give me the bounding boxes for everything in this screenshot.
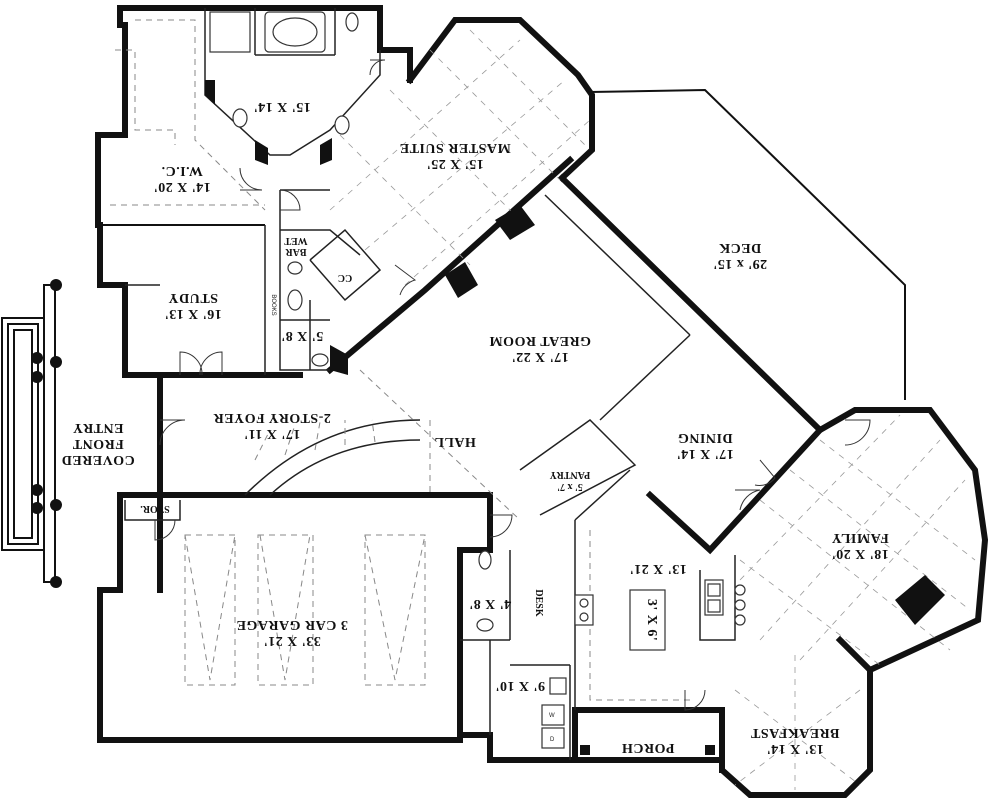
great-room-name: GREAT ROOM bbox=[489, 333, 591, 348]
sink-icon bbox=[232, 108, 248, 128]
stor-name: STOR. bbox=[140, 503, 170, 514]
door-icon[interactable] bbox=[844, 419, 871, 446]
door-icon[interactable] bbox=[154, 519, 176, 541]
column-icon bbox=[31, 371, 43, 383]
sink-icon bbox=[334, 115, 350, 135]
kitchen-island bbox=[629, 589, 666, 651]
toilet-icon bbox=[345, 12, 359, 32]
foyer-name: 2-STORY FOYER bbox=[213, 410, 331, 425]
door-icon[interactable] bbox=[199, 351, 223, 376]
study-size: 16' X 13' bbox=[164, 306, 221, 321]
column-icon bbox=[50, 279, 62, 291]
fireplace-icon bbox=[445, 262, 478, 298]
hall-name: HALL bbox=[434, 434, 476, 449]
master-suite-size: 15' X 25' bbox=[426, 156, 483, 171]
porch-name: PORCH bbox=[621, 740, 674, 755]
interior-walls bbox=[124, 8, 736, 760]
door-icon[interactable] bbox=[279, 189, 301, 211]
fireplace-icon bbox=[495, 205, 535, 240]
column-icon bbox=[31, 484, 43, 496]
pantry-name: PANTRY bbox=[549, 469, 590, 480]
garage-name: 3 CAR GARAGE bbox=[236, 617, 348, 632]
door-icon[interactable] bbox=[239, 167, 263, 191]
door-icon[interactable] bbox=[489, 514, 513, 538]
door-icon[interactable] bbox=[179, 351, 203, 376]
doors bbox=[154, 59, 871, 711]
door-icon[interactable] bbox=[754, 459, 776, 486]
toilet-icon bbox=[287, 289, 303, 311]
wet-bar-line2: BAR bbox=[285, 246, 307, 257]
column-icon bbox=[31, 502, 43, 514]
room-labels: 15' X 14' MASTER SUITE 15' X 25' W.I.C. … bbox=[61, 99, 888, 756]
fireplaces bbox=[205, 80, 945, 755]
entry-line1: COVERED bbox=[61, 452, 135, 467]
dryer-icon bbox=[541, 727, 565, 749]
desk-label: DESK bbox=[533, 589, 544, 616]
dryer-label: D bbox=[550, 737, 555, 743]
column-icon bbox=[50, 499, 62, 511]
wic-size: 14' X 20' bbox=[153, 179, 210, 194]
washer-label: W bbox=[549, 713, 555, 719]
door-icon[interactable] bbox=[369, 59, 386, 76]
wet-bar-line1: WET bbox=[284, 235, 308, 246]
column-icon bbox=[50, 356, 62, 368]
exterior-walls bbox=[95, 5, 989, 798]
door-icon[interactable] bbox=[394, 264, 417, 296]
sink-icon bbox=[287, 261, 303, 275]
fireplace-icon bbox=[895, 575, 945, 625]
laundry-size: 9' X 10' bbox=[495, 678, 545, 693]
family-size: 18' X 20' bbox=[831, 546, 888, 561]
deck-name: DECK bbox=[719, 240, 761, 255]
washer-icon bbox=[541, 704, 565, 726]
breakfast-name: BREAKFAST bbox=[750, 725, 839, 740]
half-bath-size: 4' X 8' bbox=[469, 596, 511, 611]
kitchen-size: 13' X 21' bbox=[629, 561, 686, 576]
master-bath-size: 15' X 14' bbox=[253, 99, 310, 114]
dining-size: 17' X 14' bbox=[676, 446, 733, 461]
stool-icon bbox=[734, 584, 746, 596]
stool-icon bbox=[734, 614, 746, 626]
foyer-size: 17' X 11' bbox=[244, 426, 301, 441]
entry-line2: FRONT bbox=[72, 436, 124, 451]
shower-icon bbox=[209, 11, 251, 53]
sink-icon bbox=[311, 353, 329, 367]
books-label: BOOKS bbox=[270, 294, 276, 315]
garage-size: 33' X 21' bbox=[263, 633, 320, 648]
door-icon[interactable] bbox=[735, 489, 761, 511]
column-icon bbox=[31, 352, 43, 364]
great-room-size: 17' X 22' bbox=[511, 349, 568, 364]
dining-name: DINING bbox=[677, 430, 732, 445]
covered-entry-porch bbox=[1, 279, 62, 588]
island-size: 3' X 6' bbox=[644, 599, 659, 641]
pantry-size: 5' x 7' bbox=[557, 481, 583, 492]
deck-size: 29' x 15' bbox=[713, 256, 767, 271]
toilet-icon bbox=[478, 550, 492, 570]
family-name: FAMILY bbox=[831, 530, 888, 545]
entry-line3: ENTRY bbox=[72, 420, 123, 435]
column-icon bbox=[50, 576, 62, 588]
breakfast-size: 13' X 14' bbox=[766, 741, 823, 756]
wic-name: W.I.C. bbox=[161, 163, 203, 178]
powder-size: 5' X 8' bbox=[281, 328, 323, 343]
study-name: STUDY bbox=[168, 290, 218, 305]
ceiling-grid bbox=[110, 19, 976, 790]
door-icon[interactable] bbox=[159, 419, 186, 446]
door-icon[interactable] bbox=[684, 689, 706, 711]
cc-name: CC bbox=[338, 272, 352, 283]
sink-icon bbox=[476, 618, 494, 632]
fixtures bbox=[209, 11, 746, 749]
deck-outline bbox=[589, 88, 906, 400]
laundry-sink-icon bbox=[549, 677, 567, 695]
master-suite-name: MASTER SUITE bbox=[399, 140, 510, 155]
stool-icon bbox=[734, 599, 746, 611]
